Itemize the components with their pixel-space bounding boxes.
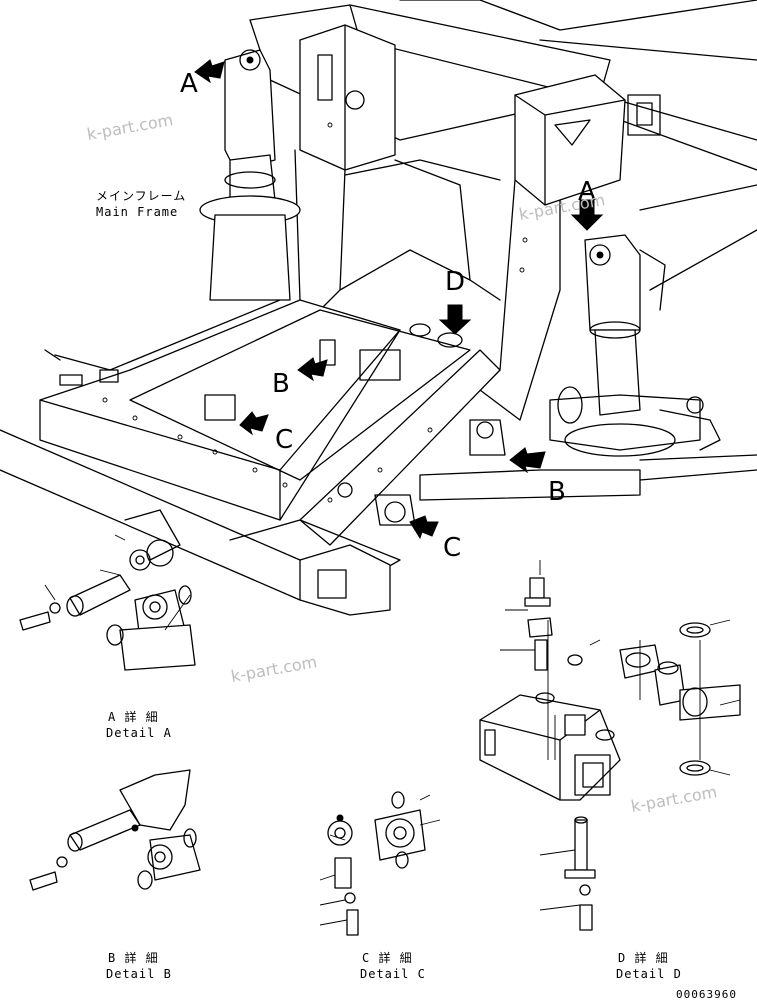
callout-b-left: B (272, 369, 290, 399)
detail-b-label-jp: B 詳 細 (108, 950, 159, 965)
part-number: 00063960 (676, 988, 737, 1001)
callout-d: D (445, 267, 465, 297)
main-frame-drawing (0, 0, 757, 616)
detail-d-label-en: Detail D (616, 967, 682, 981)
callout-c-right: C (443, 533, 461, 563)
callout-a-left: A (180, 69, 198, 99)
detail-b-label-en: Detail B (106, 967, 172, 981)
detail-a-drawing (19, 509, 196, 671)
detail-a-label-jp: A 詳 細 (108, 709, 159, 724)
main-frame-label-en: Main Frame (96, 205, 178, 219)
detail-c-label-jp: C 詳 細 (362, 950, 413, 965)
callout-a-right: A (578, 177, 596, 207)
watermark-4: k-part.com (629, 782, 718, 816)
watermark-3: k-part.com (229, 652, 318, 686)
hatched-arrows (194, 59, 604, 540)
main-frame-label-jp: メインフレーム (96, 189, 186, 203)
detail-d-label-jp: D 詳 細 (618, 950, 669, 965)
detail-d-drawing (479, 560, 741, 931)
detail-c-label-en: Detail C (360, 967, 426, 981)
detail-a-label-en: Detail A (106, 726, 172, 740)
callout-c-left: C (275, 425, 293, 455)
watermark-1: k-part.com (85, 110, 174, 144)
detail-c-drawing (319, 791, 441, 936)
detail-b-drawing (29, 769, 201, 891)
callout-b-right: B (548, 477, 566, 507)
